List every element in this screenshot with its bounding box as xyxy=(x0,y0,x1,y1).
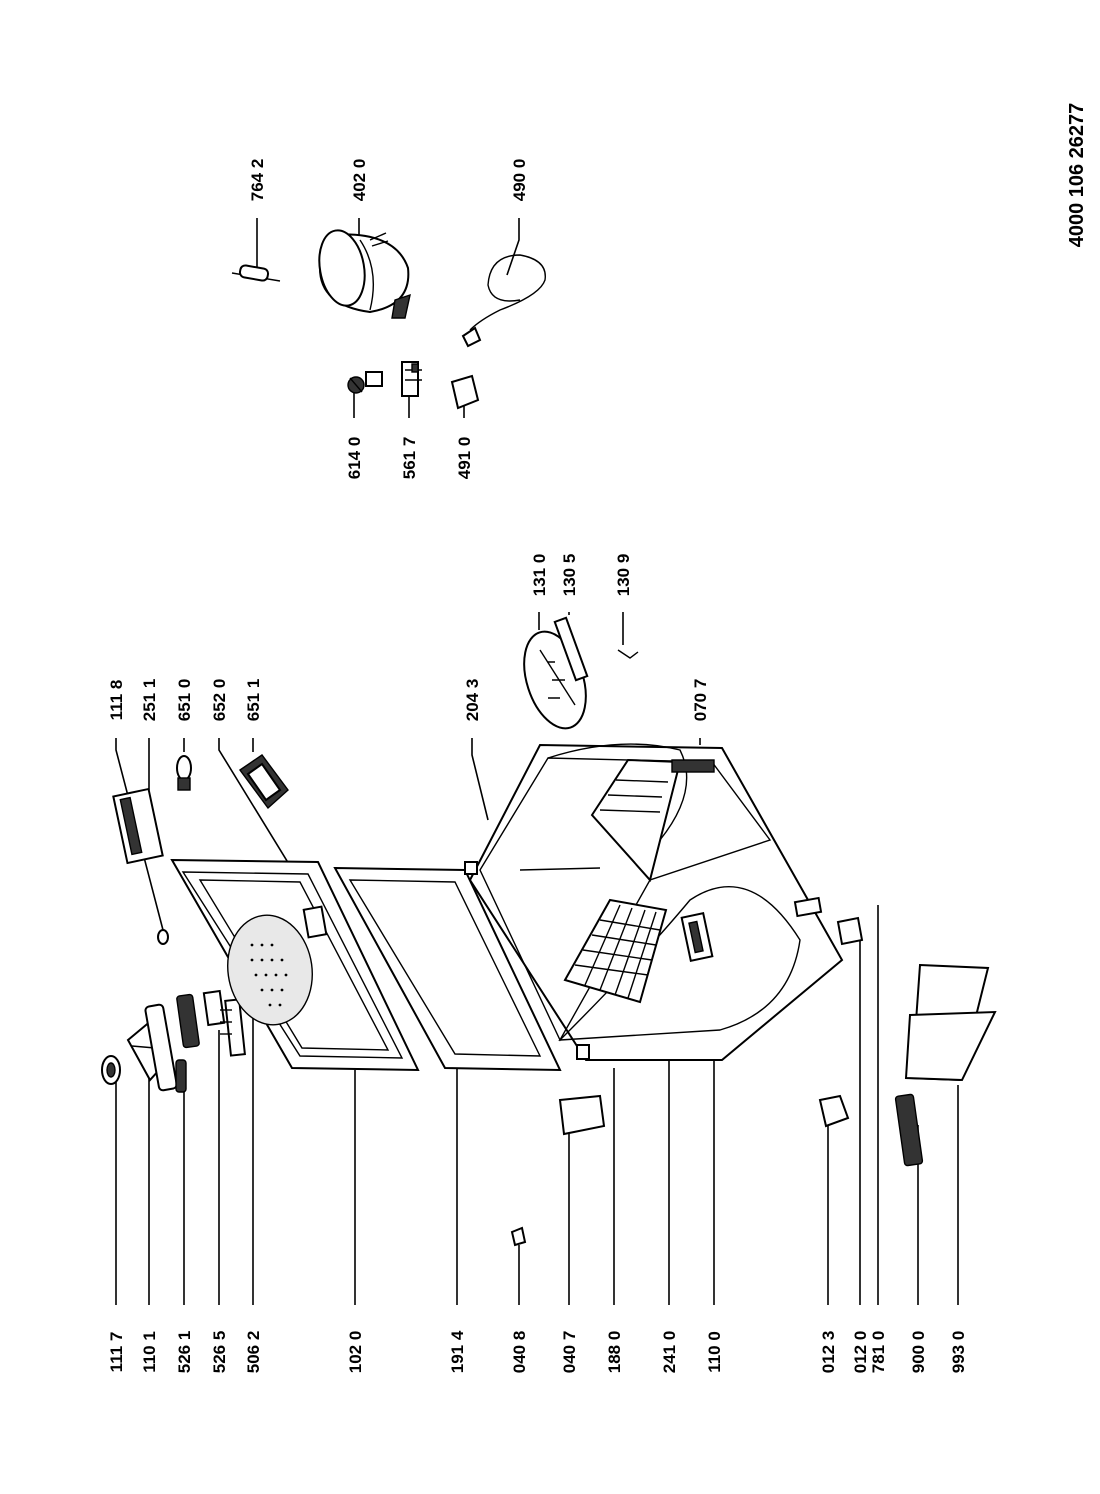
bracket-part xyxy=(818,1094,850,1128)
left-labels: 111 7 110 1 526 1 526 5 506 2 102 0 191 … xyxy=(107,1330,968,1373)
packaging-part xyxy=(904,963,997,1082)
label-651-0: 651 0 xyxy=(175,679,194,722)
document-code: 4000 106 26277 xyxy=(1066,103,1088,248)
lamp-cover-part xyxy=(239,754,289,810)
label-241-0: 241 0 xyxy=(660,1331,679,1374)
label-993-0: 993 0 xyxy=(949,1331,968,1374)
cabinet-part xyxy=(464,743,844,1061)
hinge-part xyxy=(558,1094,606,1136)
strip-part xyxy=(894,1093,924,1167)
lamp-holder-part xyxy=(176,989,226,1049)
label-251-1: 251 1 xyxy=(140,679,159,722)
label-130-9: 130 9 xyxy=(614,554,633,597)
left-leader-lines xyxy=(115,905,959,1305)
small-knob-part xyxy=(157,929,169,945)
label-111-7: 111 7 xyxy=(107,1332,126,1373)
label-614-0: 614 0 xyxy=(345,437,364,480)
label-402-0: 402 0 xyxy=(350,159,369,202)
label-651-1: 651 1 xyxy=(244,679,263,722)
lid-insulation-dots xyxy=(250,943,288,1007)
gasket-part xyxy=(333,866,562,1072)
label-102-0: 102 0 xyxy=(346,1331,365,1374)
label-110-0: 110 0 xyxy=(705,1331,724,1373)
label-110-1: 110 1 xyxy=(140,1331,159,1373)
label-012-3: 012 3 xyxy=(819,1331,838,1374)
thermostat-part xyxy=(347,371,383,394)
label-191-4: 191 4 xyxy=(448,1330,467,1373)
label-188-0: 188 0 xyxy=(605,1331,624,1374)
top-labels: 111 8 251 1 651 0 652 0 651 1 204 3 070 … xyxy=(107,159,710,722)
foot-part xyxy=(793,896,864,946)
label-130-5: 130 5 xyxy=(560,554,579,597)
label-561-7: 561 7 xyxy=(400,437,419,480)
label-764-2: 764 2 xyxy=(248,159,267,202)
label-506-2: 506 2 xyxy=(244,1331,263,1374)
label-040-8: 040 8 xyxy=(510,1331,529,1374)
compressor-part xyxy=(318,229,411,319)
handle-part xyxy=(112,787,164,865)
knob-part xyxy=(101,1055,121,1085)
power-cord-part xyxy=(461,254,546,348)
label-012-0: 012 0 xyxy=(851,1331,870,1374)
label-070-7: 070 7 xyxy=(691,679,710,722)
relay-part xyxy=(401,361,422,397)
label-131-0: 131 0 xyxy=(530,554,549,597)
switch-strip-part xyxy=(220,998,246,1057)
label-491-0: 491 0 xyxy=(455,437,474,480)
drier-filter-part xyxy=(231,264,281,282)
clip-part xyxy=(510,1226,527,1247)
label-204-3: 204 3 xyxy=(463,679,482,722)
relay-cover-part xyxy=(450,374,480,410)
basket-part xyxy=(563,898,668,1004)
label-652-0: 652 0 xyxy=(210,679,229,722)
light-panel-part xyxy=(144,1003,187,1093)
label-111-8: 111 8 xyxy=(107,680,126,721)
small-panel-part xyxy=(680,912,714,962)
label-526-1: 526 1 xyxy=(175,1331,194,1374)
lid-part xyxy=(170,858,420,1072)
vent-grille-part xyxy=(671,759,715,773)
label-781-0: 781 0 xyxy=(869,1331,888,1374)
label-900-0: 900 0 xyxy=(909,1331,928,1374)
label-490-0: 490 0 xyxy=(510,159,529,202)
bottom-plate-part xyxy=(523,616,639,730)
lamp-bulb-part xyxy=(176,755,192,791)
label-526-5: 526 5 xyxy=(210,1331,229,1374)
label-040-7: 040 7 xyxy=(560,1331,579,1374)
